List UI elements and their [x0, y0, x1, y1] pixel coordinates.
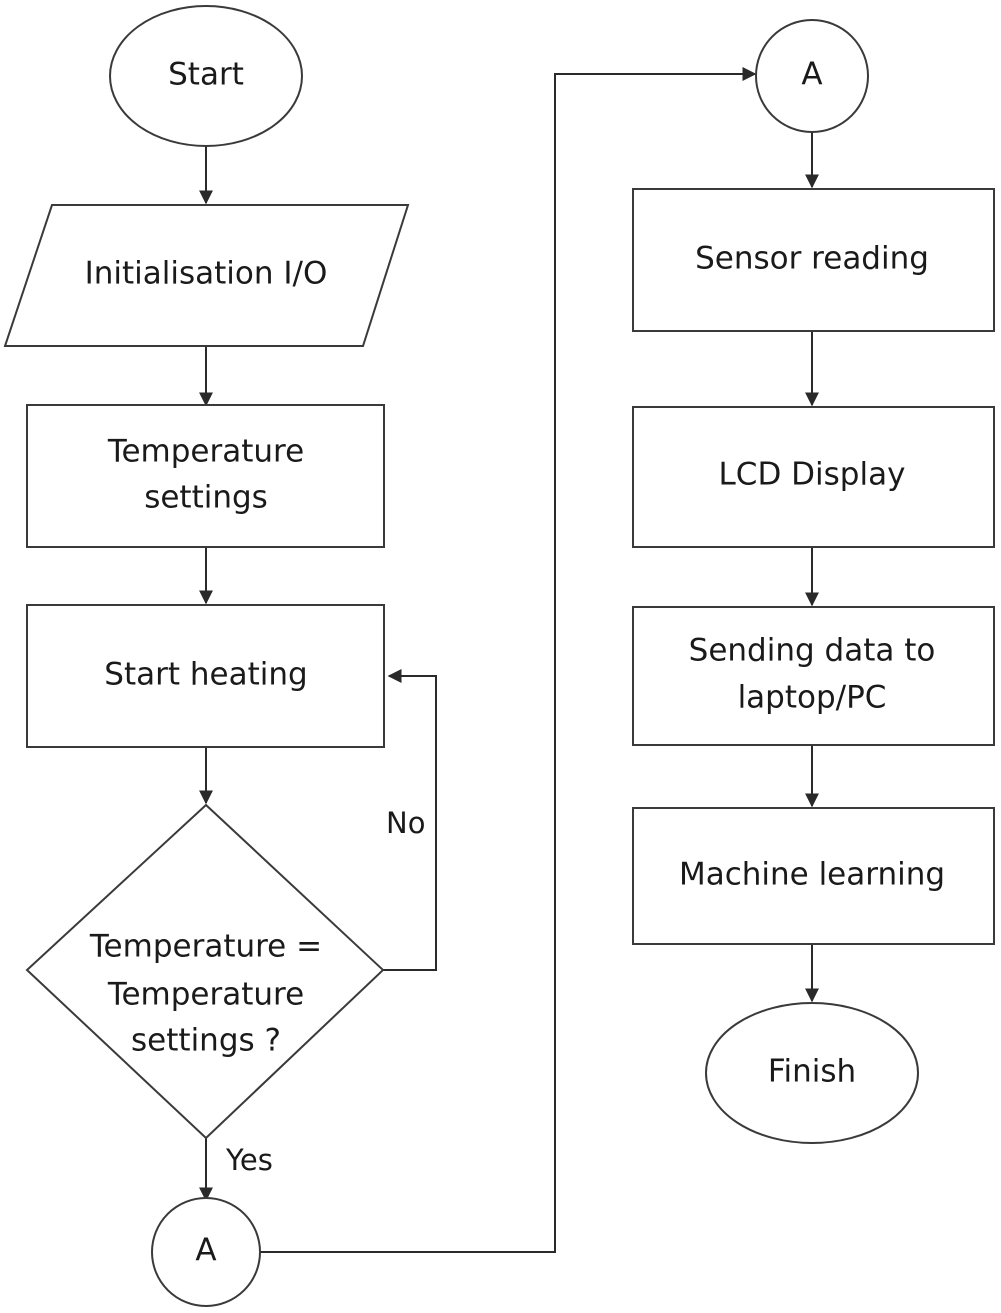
start-label: Start — [168, 57, 244, 93]
lcd-display-process: LCD Display — [632, 406, 995, 548]
decision-label-line-3: settings ? — [131, 1023, 281, 1059]
sensor-reading-process: Sensor reading — [632, 188, 995, 332]
sending-data-process: Sending data to laptop/PC — [632, 606, 995, 746]
machine-learning-label: Machine learning — [679, 857, 945, 893]
decision-label-line-1: Temperature = — [89, 929, 322, 965]
init-io-parallelogram: Initialisation I/O — [3, 204, 410, 347]
sensor-reading-label: Sensor reading — [695, 241, 929, 277]
init-io-label: Initialisation I/O — [85, 256, 328, 292]
connector-a-in-label: A — [801, 57, 822, 93]
sending-data-label-line-1: Sending data to — [689, 633, 936, 669]
yes-edge-label: Yes — [225, 1143, 273, 1177]
sending-data-label-line-2: laptop/PC — [738, 680, 887, 716]
lcd-display-label: LCD Display — [719, 457, 906, 493]
finish-terminal: Finish — [705, 1002, 919, 1144]
temperature-settings-label-line-2: settings — [144, 480, 268, 516]
temperature-settings-process: Temperature settings — [26, 404, 385, 548]
start-heating-process: Start heating — [26, 604, 385, 748]
machine-learning-process: Machine learning — [632, 807, 995, 945]
arrow-connector-to-connector — [260, 67, 757, 1253]
temperature-settings-label-line-1: Temperature — [107, 434, 304, 470]
start-heating-label: Start heating — [104, 657, 307, 693]
arrow-decision-no-loop — [383, 669, 437, 971]
connector-a-out-label: A — [195, 1233, 216, 1269]
finish-label: Finish — [768, 1054, 856, 1090]
connector-a-out: A — [151, 1197, 261, 1307]
start-terminal: Start — [109, 5, 303, 147]
connector-a-in: A — [755, 19, 869, 133]
decision-label-line-2: Temperature — [107, 977, 304, 1013]
temperature-decision: Temperature = Temperature settings ? — [25, 803, 385, 1140]
no-edge-label: No — [386, 806, 425, 840]
